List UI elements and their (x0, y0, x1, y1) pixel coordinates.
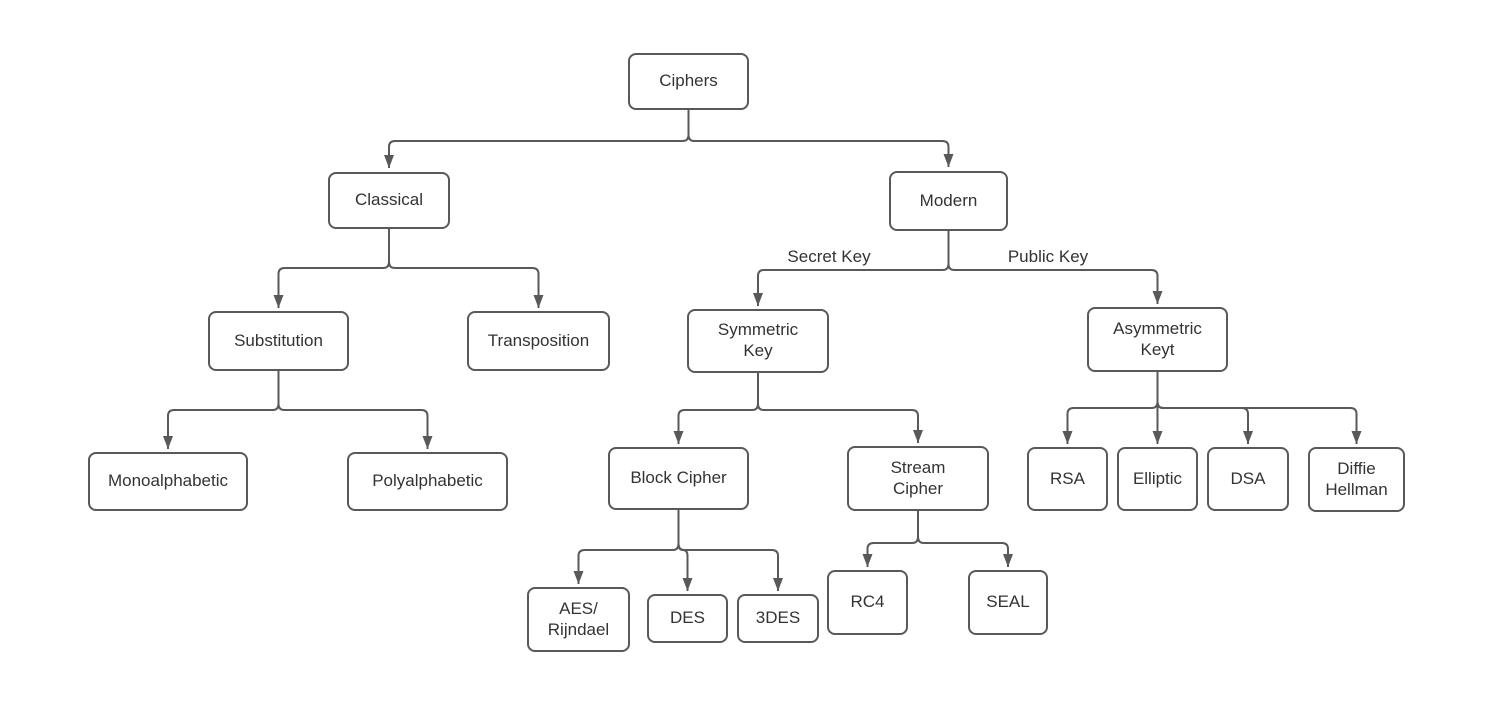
node-substitution: Substitution (208, 311, 349, 371)
node-monoalphabetic: Monoalphabetic (88, 452, 248, 511)
node-block-cipher: Block Cipher (608, 447, 749, 510)
node-des: DES (647, 594, 728, 643)
edge-asymmetric-diffie (1156, 372, 1362, 444)
node-classical: Classical (328, 172, 450, 229)
node-modern: Modern (889, 171, 1008, 231)
node-3des: 3DES (737, 594, 819, 643)
edge-modern-symmetric (753, 231, 950, 306)
edge-symmetric-block (673, 373, 759, 444)
node-elliptic: Elliptic (1117, 447, 1198, 511)
edge-classical-transposition (388, 229, 544, 308)
edge-stream-seal (917, 511, 1013, 567)
node-aes-rijndael: AES/ Rijndael (527, 587, 630, 652)
edge-ciphers-modern (687, 110, 954, 167)
edge-ciphers-classical (384, 110, 690, 168)
edge-asymmetric-rsa (1062, 372, 1159, 444)
node-polyalphabetic: Polyalphabetic (347, 452, 508, 511)
edge-classical-substitution (273, 229, 390, 308)
edge-label-public-key: Public Key (1007, 247, 1089, 266)
node-dsa: DSA (1207, 447, 1289, 511)
edge-symmetric-stream (757, 373, 923, 443)
node-diffie-hellman: Diffie Hellman (1308, 447, 1405, 512)
node-transposition: Transposition (467, 311, 610, 371)
node-rsa: RSA (1027, 447, 1108, 511)
node-seal: SEAL (968, 570, 1048, 635)
edge-block-aes (573, 510, 680, 584)
edge-substitution-monoalphabetic (163, 371, 280, 449)
node-stream-cipher: Stream Cipher (847, 446, 989, 511)
edge-stream-rc4 (862, 511, 919, 567)
edge-label-secret-key: Secret Key (787, 247, 871, 266)
edge-substitution-polyalphabetic (277, 371, 433, 449)
node-symmetric-key: Symmetric Key (687, 309, 829, 373)
edge-block-3des (677, 510, 783, 591)
edge-modern-asymmetric (947, 231, 1163, 304)
node-rc4: RC4 (827, 570, 908, 635)
node-asymmetric-key: Asymmetric Keyt (1087, 307, 1228, 372)
node-ciphers: Ciphers (628, 53, 749, 110)
